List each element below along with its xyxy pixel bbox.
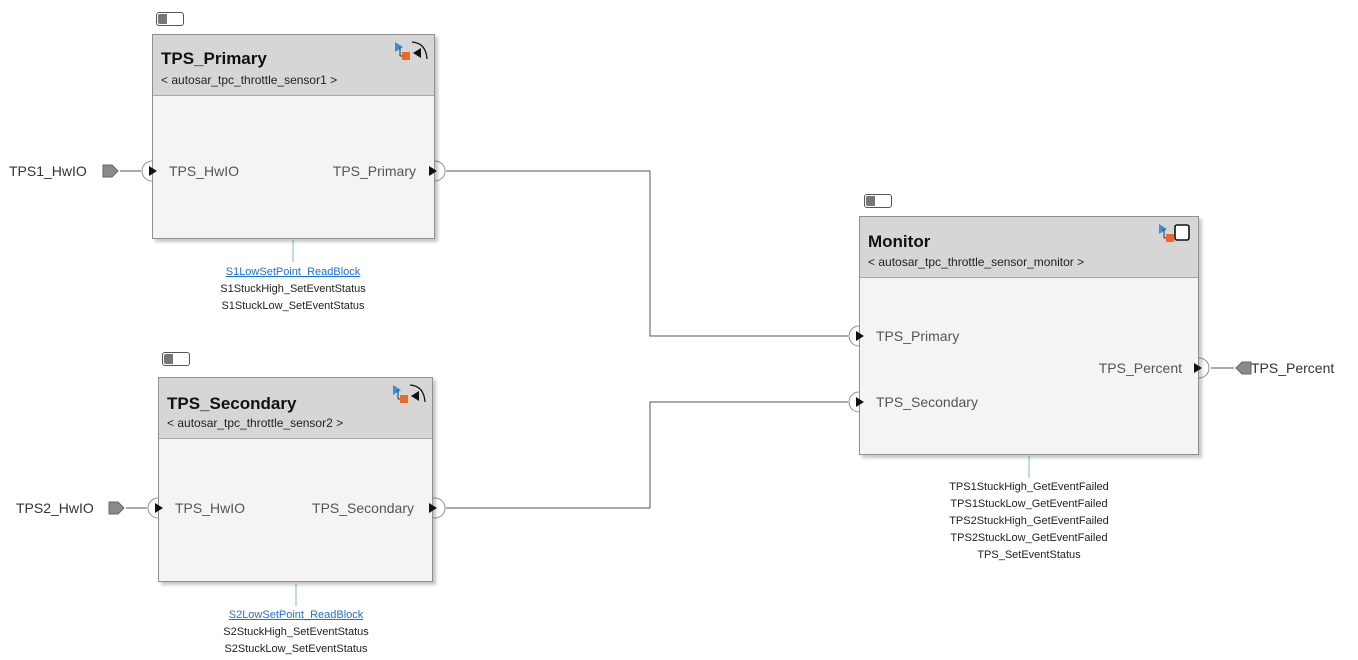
periodic-runnable-icon bbox=[393, 384, 426, 403]
out-port-label: TPS_Secondary bbox=[312, 500, 414, 516]
annotation-line: S2StuckLow_SetEventStatus bbox=[224, 643, 368, 655]
variant-toggle-icon[interactable] bbox=[864, 194, 892, 208]
block-header: TPS_Secondary < autosar_tpc_throttle_sen… bbox=[159, 378, 432, 439]
annotation-link[interactable]: S2LowSetPoint_ReadBlock bbox=[228, 609, 364, 621]
annotation-monitor: TPS1StuckHigh_GetEventFailed TPS1StuckLo… bbox=[909, 479, 1149, 564]
wire-tps-primary[interactable] bbox=[446, 170, 848, 337]
annotation-line: TPS2StuckLow_GetEventFailed bbox=[950, 532, 1108, 544]
in-port-label: TPS_HwIO bbox=[169, 163, 240, 179]
inport-icon[interactable] bbox=[108, 501, 125, 515]
block-header: Monitor < autosar_tpc_throttle_sensor_mo… bbox=[860, 217, 1198, 278]
block-square-icon bbox=[1159, 224, 1190, 242]
outport-icon[interactable] bbox=[1235, 361, 1252, 375]
annotation-primary: S1LowSetPoint_ReadBlock S1StuckHigh_SetE… bbox=[193, 264, 393, 315]
external-inport-label[interactable]: TPS1_HwIO bbox=[9, 163, 87, 179]
annotation-line: S1StuckHigh_SetEventStatus bbox=[220, 283, 366, 295]
block-tps-secondary[interactable]: TPS_Secondary < autosar_tpc_throttle_sen… bbox=[158, 377, 433, 582]
block-title: TPS_Secondary bbox=[167, 394, 297, 413]
block-title: Monitor bbox=[868, 232, 931, 251]
annotation-secondary: S2LowSetPoint_ReadBlock S2StuckHigh_SetE… bbox=[196, 607, 396, 658]
external-outport-label[interactable]: TPS_Percent bbox=[1251, 360, 1335, 376]
annotation-line: TPS2StuckHigh_GetEventFailed bbox=[949, 515, 1109, 527]
variant-toggle-icon[interactable] bbox=[156, 12, 184, 26]
annotation-line: TPS1StuckHigh_GetEventFailed bbox=[949, 481, 1109, 493]
block-subtitle: < autosar_tpc_throttle_sensor_monitor > bbox=[868, 255, 1085, 269]
external-inport-label[interactable]: TPS2_HwIO bbox=[16, 500, 94, 516]
annotation-line: S1StuckLow_SetEventStatus bbox=[221, 300, 365, 312]
annotation-link[interactable]: S1LowSetPoint_ReadBlock bbox=[225, 266, 361, 278]
variant-toggle-icon[interactable] bbox=[162, 352, 190, 366]
inport-icon[interactable] bbox=[102, 164, 119, 178]
annotation-line: TPS_SetEventStatus bbox=[977, 549, 1081, 561]
block-subtitle: < autosar_tpc_throttle_sensor2 > bbox=[167, 416, 344, 430]
wire-tps-secondary[interactable] bbox=[446, 401, 848, 509]
block-subtitle: < autosar_tpc_throttle_sensor1 > bbox=[161, 73, 338, 87]
block-monitor[interactable]: Monitor < autosar_tpc_throttle_sensor_mo… bbox=[859, 216, 1199, 455]
out-port-label: TPS_Primary bbox=[332, 163, 416, 179]
in-port-label: TPS_HwIO bbox=[175, 500, 246, 516]
annotation-line: TPS1StuckLow_GetEventFailed bbox=[950, 498, 1108, 510]
annotation-line: S2StuckHigh_SetEventStatus bbox=[223, 626, 369, 638]
in-port-label: TPS_Primary bbox=[876, 328, 960, 344]
periodic-runnable-icon bbox=[395, 41, 428, 60]
in-port-label: TPS_Secondary bbox=[876, 394, 978, 410]
block-title: TPS_Primary bbox=[161, 49, 267, 68]
block-tps-primary[interactable]: TPS_Primary < autosar_tpc_throttle_senso… bbox=[152, 34, 435, 239]
out-port-label: TPS_Percent bbox=[1098, 360, 1182, 376]
block-header: TPS_Primary < autosar_tpc_throttle_senso… bbox=[153, 35, 434, 96]
